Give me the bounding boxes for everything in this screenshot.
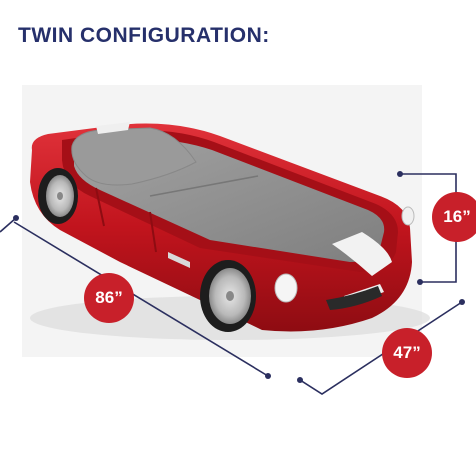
width-dim-endpoint-right bbox=[459, 299, 465, 305]
width-badge: 47” bbox=[382, 328, 432, 378]
length-badge: 86” bbox=[84, 273, 134, 323]
sheet-seam bbox=[149, 175, 259, 197]
height-badge: 16” bbox=[432, 192, 476, 242]
width-dim-endpoint-left bbox=[297, 377, 303, 383]
side-vent bbox=[168, 252, 190, 268]
hood-stripe bbox=[332, 232, 392, 276]
rear-trim bbox=[96, 122, 130, 134]
height-dim-endpoint-bottom bbox=[417, 279, 423, 285]
page-title: TWIN CONFIGURATION: bbox=[18, 24, 270, 47]
front-grille bbox=[326, 286, 382, 310]
length-dim-endpoint-bottom bbox=[265, 373, 271, 379]
headlight-right bbox=[401, 206, 415, 226]
height-dim-endpoint-top bbox=[397, 171, 403, 177]
front-wheel bbox=[200, 260, 256, 332]
headlight-left bbox=[274, 273, 298, 303]
rear-wheel bbox=[38, 168, 78, 224]
length-dimension-line bbox=[0, 217, 269, 377]
length-dim-endpoint-top bbox=[13, 215, 19, 221]
door-line bbox=[95, 187, 157, 253]
